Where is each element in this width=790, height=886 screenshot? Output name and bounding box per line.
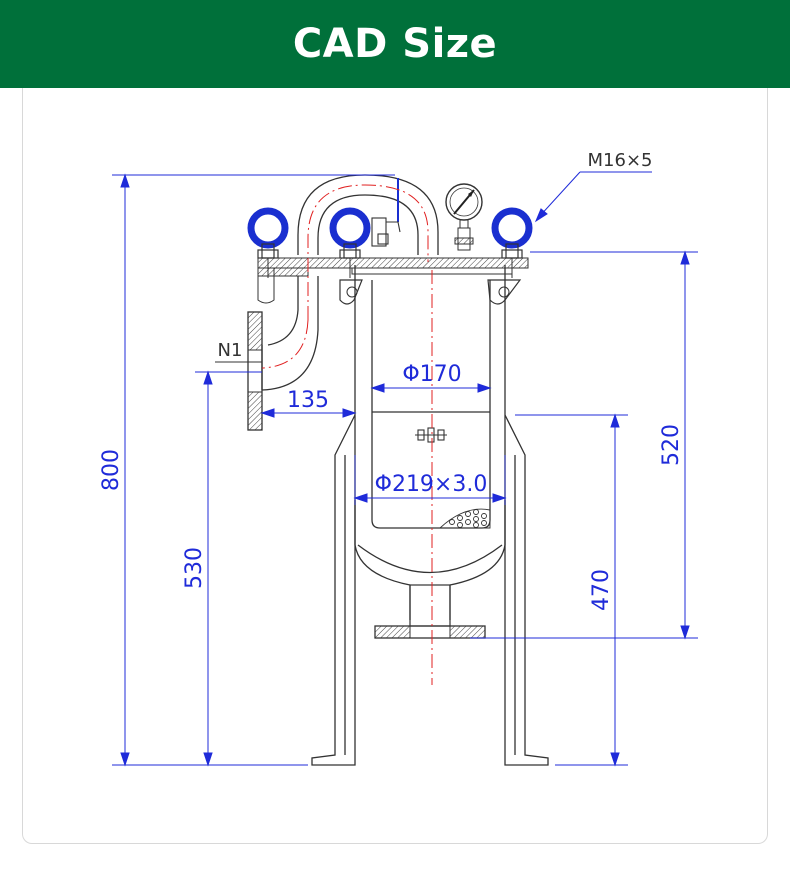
dim-total-height: 800	[99, 449, 124, 491]
inlet-pipe	[261, 174, 439, 391]
lifting-ring-left-icon	[247, 207, 289, 278]
dim-outlet-height: 470	[589, 569, 614, 611]
dim-outer-diameter: Φ219×3.0	[375, 472, 488, 497]
lifting-ring-right-icon	[491, 207, 533, 278]
strainer-perforation	[438, 508, 491, 529]
header-bar: CAD Size	[0, 0, 790, 88]
drawing-card	[22, 88, 768, 844]
inlet-flange	[247, 311, 263, 431]
dim-body-length: 520	[659, 424, 684, 466]
page-title: CAD Size	[292, 21, 498, 67]
vessel-outline	[311, 265, 549, 766]
dim-inner-diameter: Φ170	[402, 362, 461, 387]
dimension-lines	[112, 171, 698, 767]
dim-inlet-height: 530	[182, 547, 207, 589]
vent-valve	[371, 178, 401, 247]
thread-callout: M16×5	[588, 150, 653, 171]
outlet-flange	[374, 584, 486, 639]
dim-inlet-offset: 135	[287, 388, 329, 413]
clamp-bolt	[415, 427, 447, 443]
pressure-gauge-icon	[445, 183, 483, 251]
lifting-ring-center-icon	[329, 207, 371, 278]
centerlines	[261, 184, 433, 685]
nozzle-label: N1	[218, 340, 243, 361]
